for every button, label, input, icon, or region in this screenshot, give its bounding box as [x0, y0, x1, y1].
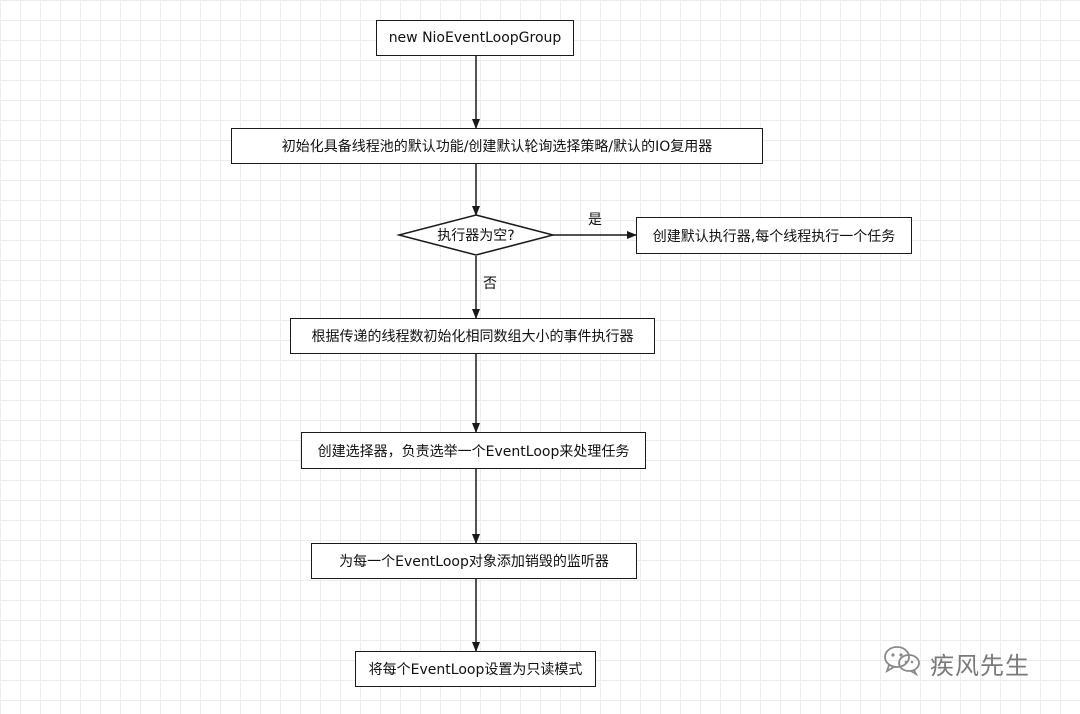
watermark: 疾风先生	[882, 644, 1030, 682]
readonly-label: 将每个EventLoop设置为只读模式	[368, 662, 583, 678]
yes-label: 是	[588, 212, 602, 228]
executors-label: 根据传递的线程数初始化相同数组大小的事件执行器	[311, 329, 634, 345]
chooser-label: 创建选择器，负责选举一个EventLoop来处理任务	[317, 443, 630, 460]
yes-branch-node: 创建默认执行器,每个线程执行一个任务	[636, 217, 912, 254]
init-node-label: 初始化具备线程池的默认功能/创建默认轮询选择策略/默认的IO复用器	[281, 139, 713, 155]
decision-node: 执行器为空?	[396, 214, 556, 256]
executors-node: 根据传递的线程数初始化相同数组大小的事件执行器	[290, 318, 655, 354]
watermark-text: 疾风先生	[930, 651, 1030, 680]
wechat-icon	[882, 644, 922, 682]
decision-diamond-shape	[396, 214, 556, 256]
decision-label: 执行器为空?	[437, 228, 515, 244]
listener-node: 为每一个EventLoop对象添加销毁的监听器	[311, 543, 637, 579]
start-node: new NioEventLoopGroup	[376, 20, 574, 56]
chooser-node: 创建选择器，负责选举一个EventLoop来处理任务	[301, 432, 646, 469]
yes-branch-label: 创建默认执行器,每个线程执行一个任务	[652, 228, 896, 245]
no-label: 否	[483, 276, 497, 292]
readonly-node: 将每个EventLoop设置为只读模式	[355, 651, 596, 687]
init-node: 初始化具备线程池的默认功能/创建默认轮询选择策略/默认的IO复用器	[231, 128, 763, 164]
start-node-label: new NioEventLoopGroup	[388, 30, 562, 46]
listener-label: 为每一个EventLoop对象添加销毁的监听器	[339, 554, 609, 570]
